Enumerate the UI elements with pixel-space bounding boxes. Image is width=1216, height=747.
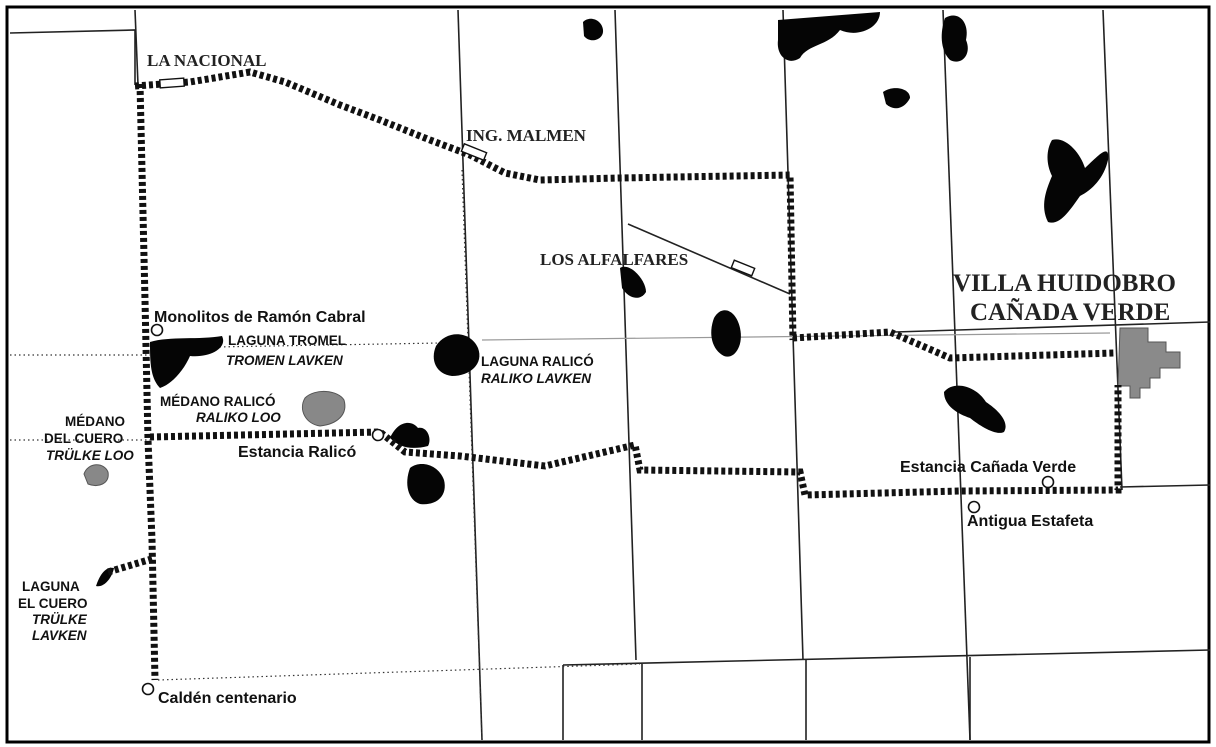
label-calden-centenario: Caldén centenario bbox=[158, 690, 297, 707]
map-border bbox=[5, 5, 1211, 744]
label-el-cuero: EL CUERO bbox=[18, 596, 88, 611]
label-lavken: LAVKEN bbox=[32, 628, 87, 643]
lakes bbox=[96, 12, 1109, 587]
villa-huidobro-town bbox=[1117, 327, 1181, 399]
label-los-alfalfares: LOS ALFALFARES bbox=[540, 250, 688, 269]
point-markers bbox=[141, 323, 1055, 696]
grid-lines bbox=[9, 9, 1211, 741]
label-trulke-loo: TRÜLKE LOO bbox=[46, 448, 134, 463]
label-ing-malmen: ING. MALMEN bbox=[466, 126, 587, 145]
railway-lines bbox=[107, 68, 1122, 681]
label-laguna: LAGUNA bbox=[22, 579, 80, 594]
label-monolitos: Monolitos de Ramón Cabral bbox=[154, 309, 366, 326]
label-laguna-tromel: LAGUNA TROMEL bbox=[228, 333, 346, 348]
label-antigua-estafeta: Antigua Estafeta bbox=[967, 513, 1093, 530]
label-raliko-loo: RALIKO LOO bbox=[196, 410, 281, 425]
label-canada-verde: CAÑADA VERDE bbox=[970, 298, 1170, 326]
label-estancia-ralico: Estancia Ralicó bbox=[238, 444, 357, 461]
label-estancia-canada-verde: Estancia Cañada Verde bbox=[900, 459, 1076, 476]
stations bbox=[159, 77, 756, 277]
dunes bbox=[83, 391, 346, 486]
label-villa-huidobro: VILLA HUIDOBRO bbox=[953, 270, 1176, 297]
label-laguna-ralico: LAGUNA RALICÓ bbox=[481, 354, 594, 369]
label-del-cuero: DEL CUERO bbox=[44, 431, 123, 446]
label-medano: MÉDANO bbox=[65, 414, 125, 429]
label-trulke: TRÜLKE bbox=[32, 612, 88, 627]
label-raliko-lavken: RALIKO LAVKEN bbox=[481, 371, 591, 386]
dotted-boundaries bbox=[10, 169, 641, 741]
label-tromen-lavken: TROMEN LAVKEN bbox=[226, 353, 343, 368]
label-medano-ralico: MÉDANO RALICÓ bbox=[160, 394, 276, 409]
label-la-nacional: LA NACIONAL bbox=[147, 51, 267, 70]
